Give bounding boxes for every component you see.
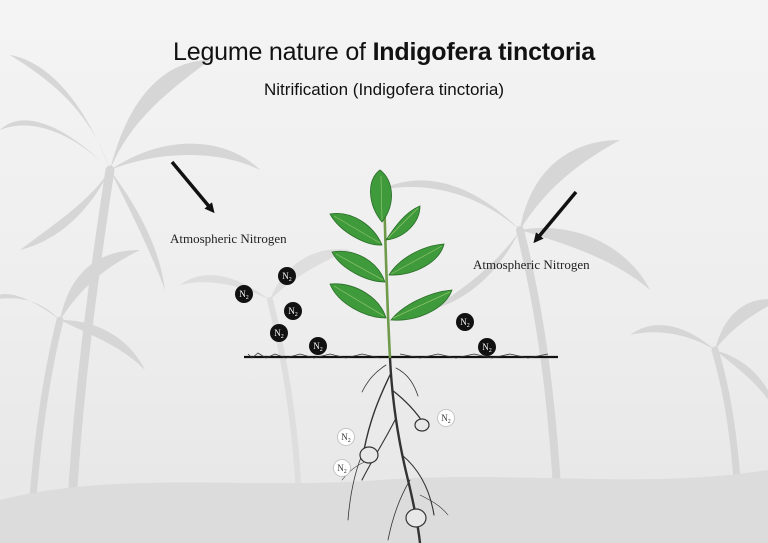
root-nodule — [414, 418, 430, 432]
n2-molecules-soil: N2 N2 N2 — [333, 409, 455, 477]
page-title: Legume nature of Indigofera tinctoria — [0, 38, 768, 67]
label-atmospheric-nitrogen-left: Atmospheric Nitrogen — [170, 231, 287, 246]
label-atmospheric-nitrogen-right: Atmospheric Nitrogen — [473, 257, 590, 272]
root-nodule — [359, 446, 379, 464]
svg-text:N2: N2 — [282, 271, 292, 283]
arrow-down-left-icon — [533, 190, 578, 244]
svg-text:N2: N2 — [441, 413, 451, 425]
n2-molecule: N2 — [437, 409, 455, 427]
n2-molecule: N2 — [337, 428, 355, 446]
svg-text:N2: N2 — [482, 342, 492, 354]
n2-molecule: N2 — [284, 302, 302, 320]
root-nodule — [405, 508, 427, 528]
svg-text:N2: N2 — [288, 306, 298, 318]
leaf-top — [370, 169, 392, 223]
n2-molecule: N2 — [235, 285, 253, 303]
root-nodules — [359, 418, 430, 528]
root-system — [341, 356, 449, 543]
page-subtitle: Nitrification (Indigofera tinctoria) — [264, 80, 504, 99]
n2-molecules-air: N2 N2 N2 N2 N2 N2 N2 — [235, 267, 496, 356]
title-normal-text: Legume nature of — [173, 38, 373, 66]
n2-molecule: N2 — [278, 267, 296, 285]
svg-text:N2: N2 — [337, 463, 347, 475]
title-bold-text: Indigofera tinctoria — [372, 38, 596, 66]
leaf — [329, 283, 387, 319]
svg-text:N2: N2 — [274, 328, 284, 340]
n2-molecule: N2 — [456, 313, 474, 331]
plant-icon — [329, 169, 453, 321]
n2-molecule: N2 — [478, 338, 496, 356]
n2-molecule: N2 — [309, 337, 327, 355]
n2-molecule: N2 — [333, 459, 351, 477]
arrow-down-right-icon — [170, 160, 215, 214]
svg-text:N2: N2 — [239, 289, 249, 301]
svg-text:N2: N2 — [460, 317, 470, 329]
svg-text:N2: N2 — [313, 341, 323, 353]
palm-crown-left — [0, 55, 260, 290]
n2-molecule: N2 — [270, 324, 288, 342]
svg-text:N2: N2 — [341, 432, 351, 444]
